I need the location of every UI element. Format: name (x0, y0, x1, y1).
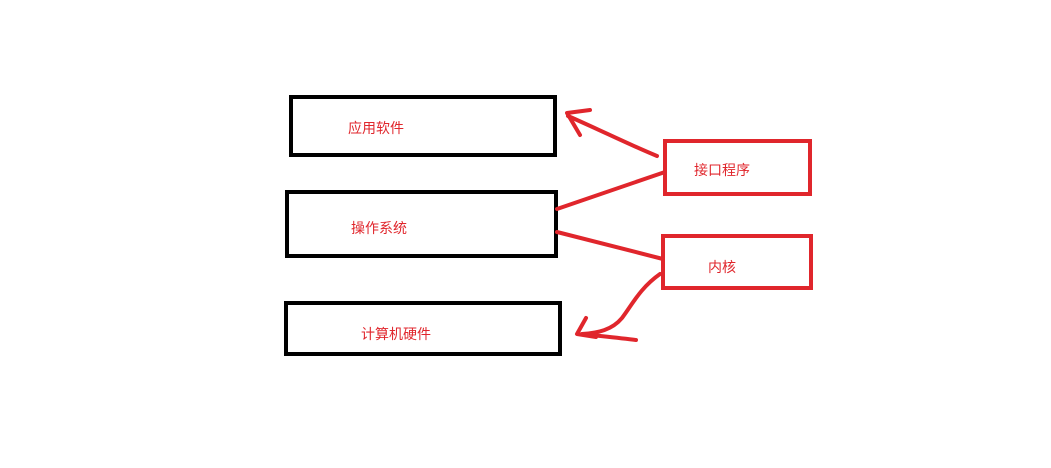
layer-os: 操作系统 (285, 190, 558, 258)
layer-hardware: 计算机硬件 (284, 301, 562, 356)
kernel-label: 内核 (708, 260, 736, 276)
layer-application: 应用软件 (289, 95, 557, 157)
hardware-box (284, 301, 562, 356)
interface-label: 接口程序 (694, 162, 750, 179)
arrow-interface-to-application (566, 114, 659, 158)
arrow-kernel-to-hardware (580, 272, 662, 342)
arrowhead-application (565, 108, 592, 137)
line-interface-to-os (555, 170, 667, 211)
connectors (555, 108, 667, 342)
application-label: 应用软件 (348, 120, 404, 137)
interface-box (663, 139, 812, 196)
line-os-to-kernel (555, 230, 665, 261)
arrowhead-hardware (575, 316, 598, 339)
callout-interface: 接口程序 (663, 139, 812, 196)
hardware-label: 计算机硬件 (361, 327, 431, 343)
application-box (289, 95, 557, 157)
callout-kernel: 内核 (661, 234, 813, 290)
os-label: 操作系统 (351, 221, 407, 237)
kernel-box (661, 234, 813, 290)
os-box (285, 190, 558, 258)
